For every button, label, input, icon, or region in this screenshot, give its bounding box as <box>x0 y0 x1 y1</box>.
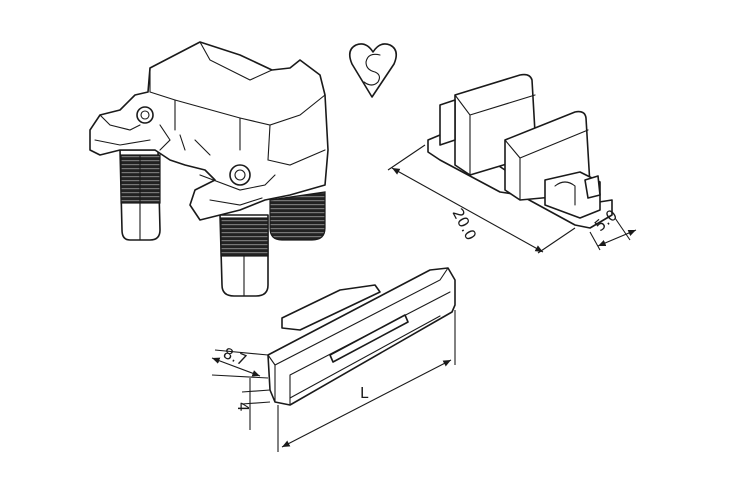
left-pin <box>119 149 161 241</box>
dimension-4-label: 4 <box>234 402 252 412</box>
dimension-20-label: 20.0 <box>448 205 480 243</box>
terminal-screw-left <box>136 106 154 124</box>
dimension-8-7-label: 8.7 <box>221 344 250 370</box>
terminal-screw-right <box>229 164 251 186</box>
dimension-4: 4 <box>234 378 271 430</box>
dimension-8-7: 8.7 <box>211 344 269 379</box>
bsi-kitemark-icon <box>348 43 398 98</box>
rear-knurled-block <box>269 191 326 241</box>
dimension-l-label: L <box>360 384 369 402</box>
plug-assembly <box>89 41 329 297</box>
fuse-clip-assembly <box>427 73 613 229</box>
dimension-l: L <box>277 310 456 452</box>
right-pin <box>219 214 269 297</box>
